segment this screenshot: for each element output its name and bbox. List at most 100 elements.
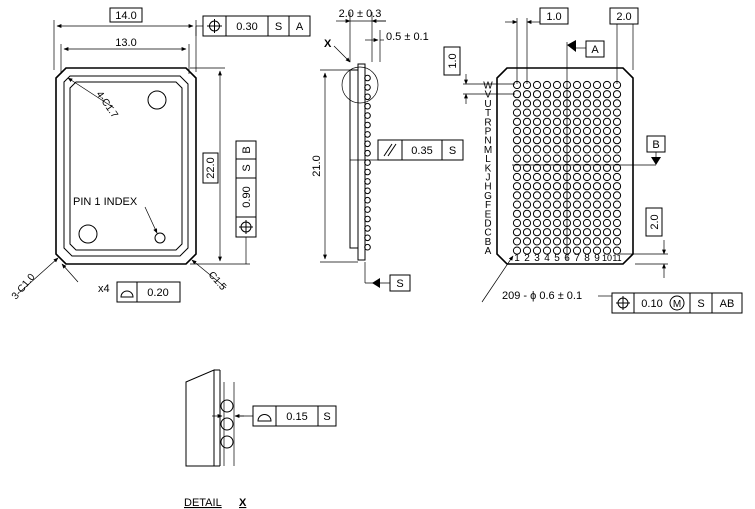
solder-ball bbox=[612, 182, 622, 191]
solder-ball bbox=[542, 126, 552, 136]
solder-ball bbox=[552, 172, 562, 182]
solder-ball bbox=[552, 163, 562, 172]
flatness-count: x4 bbox=[98, 283, 110, 295]
solder-ball bbox=[512, 191, 522, 200]
solder-ball bbox=[572, 126, 582, 136]
side-ball-column bbox=[364, 74, 371, 251]
row-label: L bbox=[485, 154, 491, 165]
detail-view: 0.15 S DETAIL X bbox=[184, 369, 337, 509]
solder-ball bbox=[542, 145, 552, 154]
side-solder-ball bbox=[364, 84, 371, 91]
solder-ball bbox=[612, 154, 622, 163]
row-label: F bbox=[485, 200, 491, 211]
position-symbol-icon bbox=[207, 19, 222, 33]
row-label: C bbox=[484, 228, 491, 239]
solder-ball bbox=[602, 90, 612, 99]
pin1-index-label: PIN 1 INDEX bbox=[73, 196, 138, 208]
side-solder-ball bbox=[364, 159, 371, 166]
solder-ball bbox=[572, 182, 582, 191]
bottom-outline bbox=[496, 67, 634, 265]
solder-ball bbox=[512, 172, 522, 182]
solder-ball bbox=[512, 228, 522, 237]
solder-ball bbox=[522, 136, 532, 145]
side-solder-ball bbox=[364, 93, 371, 101]
solder-ball bbox=[532, 126, 542, 136]
side-solder-ball bbox=[364, 187, 371, 195]
solder-ball bbox=[612, 246, 622, 255]
solder-ball bbox=[552, 209, 562, 218]
solder-ball bbox=[582, 80, 592, 90]
solder-ball bbox=[612, 200, 622, 209]
solder-ball bbox=[612, 117, 622, 126]
solder-ball bbox=[562, 90, 572, 99]
solder-ball bbox=[602, 108, 612, 117]
row-label: D bbox=[484, 219, 491, 230]
ball-position-modifier: M bbox=[673, 299, 681, 310]
solder-ball bbox=[592, 117, 602, 126]
solder-ball bbox=[512, 126, 522, 136]
solder-ball bbox=[532, 191, 542, 200]
chamfer-top-label: 4-C1.7 bbox=[94, 89, 120, 120]
parallel-ref: S bbox=[449, 145, 456, 157]
solder-ball bbox=[602, 237, 612, 246]
solder-ball bbox=[602, 246, 612, 255]
mmc-modifier-icon bbox=[669, 295, 685, 311]
solder-ball bbox=[612, 90, 622, 99]
solder-ball bbox=[542, 163, 552, 172]
column-label: 5 bbox=[554, 253, 560, 264]
solder-ball bbox=[572, 200, 582, 209]
pin1-index-mark bbox=[154, 232, 166, 244]
solder-ball bbox=[522, 218, 532, 228]
solder-ball bbox=[592, 237, 602, 246]
parallel-value: 0.35 bbox=[411, 145, 432, 157]
solder-ball bbox=[562, 99, 572, 108]
solder-ball bbox=[522, 126, 532, 136]
row-label: U bbox=[484, 99, 491, 110]
solder-ball bbox=[592, 209, 602, 218]
solder-ball bbox=[582, 218, 592, 228]
package-lid-outline bbox=[69, 81, 183, 251]
solder-ball bbox=[552, 237, 562, 246]
solder-ball bbox=[562, 246, 572, 255]
solder-ball bbox=[582, 136, 592, 145]
solder-ball bbox=[582, 228, 592, 237]
side-solder-ball bbox=[364, 215, 371, 223]
position-symbol-icon bbox=[239, 220, 253, 234]
solder-ball bbox=[552, 99, 562, 108]
position-symbol-icon bbox=[616, 296, 630, 310]
solder-ball bbox=[572, 172, 582, 182]
solder-ball bbox=[522, 145, 532, 154]
solder-ball bbox=[582, 182, 592, 191]
solder-ball bbox=[582, 172, 592, 182]
solder-ball bbox=[612, 145, 622, 154]
ball-position-value: 0.10 bbox=[641, 298, 662, 310]
solder-ball bbox=[522, 191, 532, 200]
solder-ball bbox=[522, 163, 532, 172]
row-label: A bbox=[485, 246, 492, 257]
solder-ball bbox=[542, 237, 552, 246]
solder-ball bbox=[612, 191, 622, 200]
side-solder-ball bbox=[364, 121, 371, 129]
solder-ball bbox=[582, 145, 592, 154]
solder-ball bbox=[542, 99, 552, 108]
parallelism-symbol-icon bbox=[383, 143, 397, 157]
solder-ball bbox=[522, 108, 532, 117]
side-tol-value: 0.90 bbox=[241, 186, 253, 207]
solder-ball bbox=[542, 154, 552, 163]
row-label: P bbox=[485, 127, 492, 138]
package-side-body bbox=[349, 69, 359, 249]
side-solder-ball bbox=[364, 225, 371, 232]
solder-ball bbox=[592, 163, 602, 172]
column-label: 7 bbox=[574, 253, 580, 264]
side-solder-ball bbox=[364, 131, 371, 138]
side-solder-ball bbox=[364, 243, 371, 251]
column-label: 8 bbox=[584, 253, 590, 264]
column-label: 11 bbox=[612, 253, 621, 263]
ball-position-ref1: S bbox=[697, 298, 704, 310]
solder-ball bbox=[572, 108, 582, 117]
solder-ball bbox=[592, 108, 602, 117]
thickness-label: 2.0 ± 0.3 bbox=[339, 8, 382, 20]
solder-ball bbox=[542, 90, 552, 99]
solder-ball bbox=[532, 228, 542, 237]
